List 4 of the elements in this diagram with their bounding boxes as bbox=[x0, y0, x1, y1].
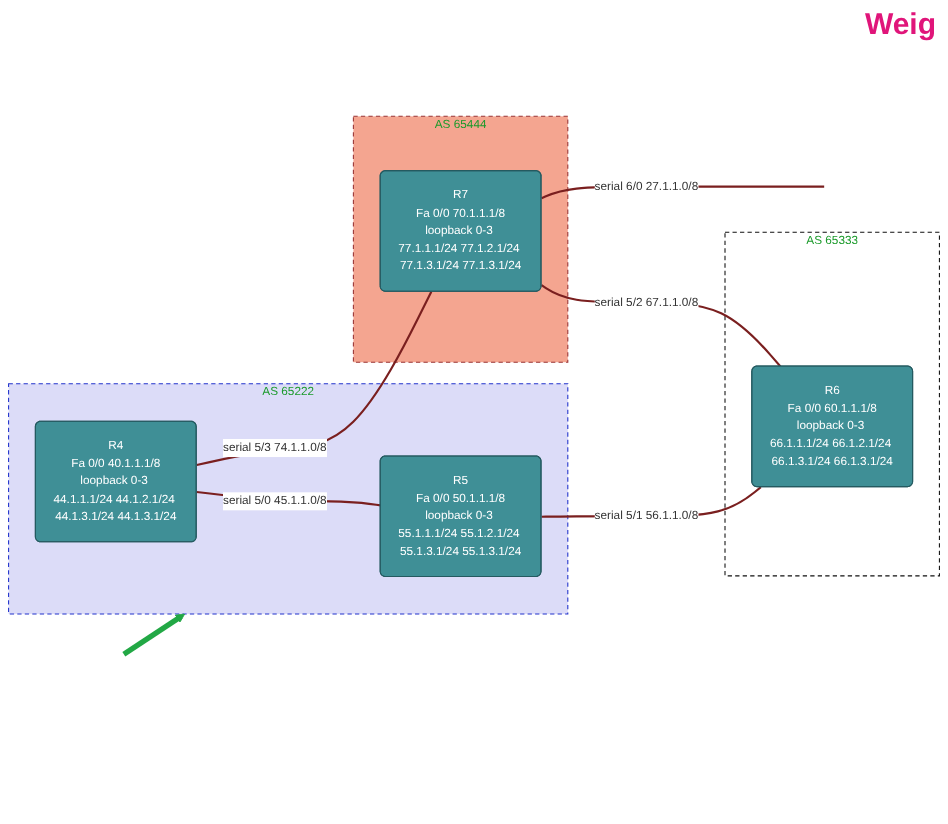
connector bbox=[196, 291, 433, 467]
arrow bbox=[122, 613, 186, 657]
label-text: Weig bbox=[864, 8, 936, 42]
connector bbox=[540, 284, 782, 368]
